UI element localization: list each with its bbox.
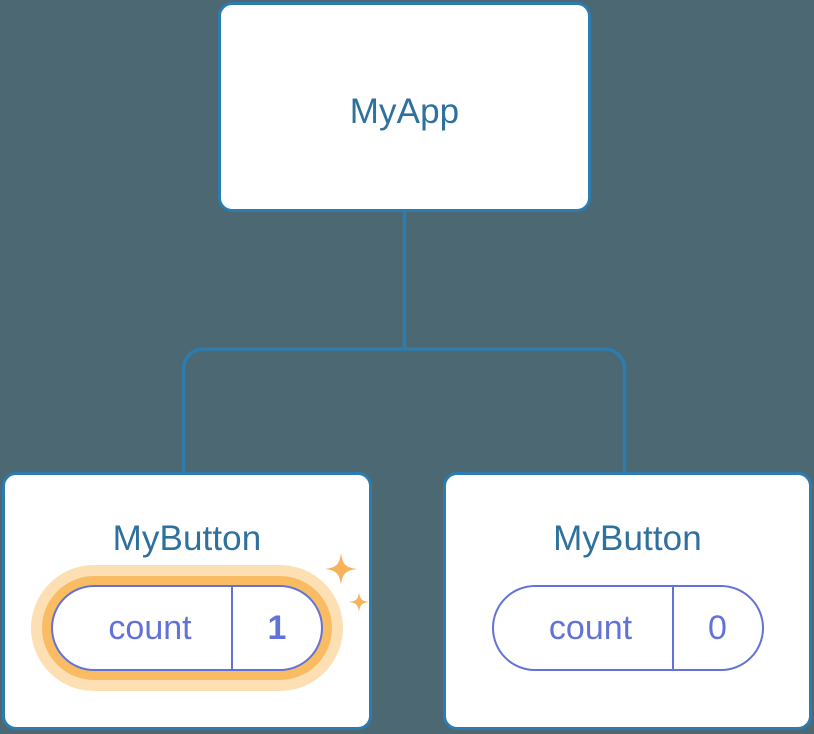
node-label-mybutton-left: MyButton — [112, 519, 262, 558]
state-key-left: count — [108, 609, 192, 647]
node-label-mybutton-right: MyButton — [553, 519, 702, 558]
connector-branch-right — [404, 347, 627, 474]
state-pill-right[interactable]: count 0 — [491, 585, 764, 671]
state-pill-slot-left[interactable]: count 1 — [31, 553, 369, 691]
sparkle-small-icon — [349, 592, 369, 612]
node-card-mybutton-right[interactable]: MyButton count 0 — [443, 472, 812, 730]
node-card-myapp[interactable]: MyApp — [218, 2, 591, 212]
sparkle-icon — [325, 553, 357, 585]
state-pill-wrap-left: count 1 — [5, 553, 369, 691]
state-pill-wrap-right: count 0 — [446, 585, 809, 671]
state-key-right: count — [548, 609, 633, 647]
node-card-mybutton-left[interactable]: MyButton count 1 — [2, 472, 372, 730]
diagram-title: React component tree with highlighted st… — [0, 0, 1, 1]
connector-branch-left — [181, 347, 405, 474]
state-pill-left[interactable]: count 1 — [51, 585, 323, 671]
state-pill-slot-right[interactable]: count 0 — [491, 585, 764, 671]
state-value-right: 0 — [671, 587, 762, 669]
sparkle-group — [325, 553, 369, 612]
state-value-left: 1 — [231, 587, 321, 669]
node-label-myapp: MyApp — [349, 92, 460, 131]
